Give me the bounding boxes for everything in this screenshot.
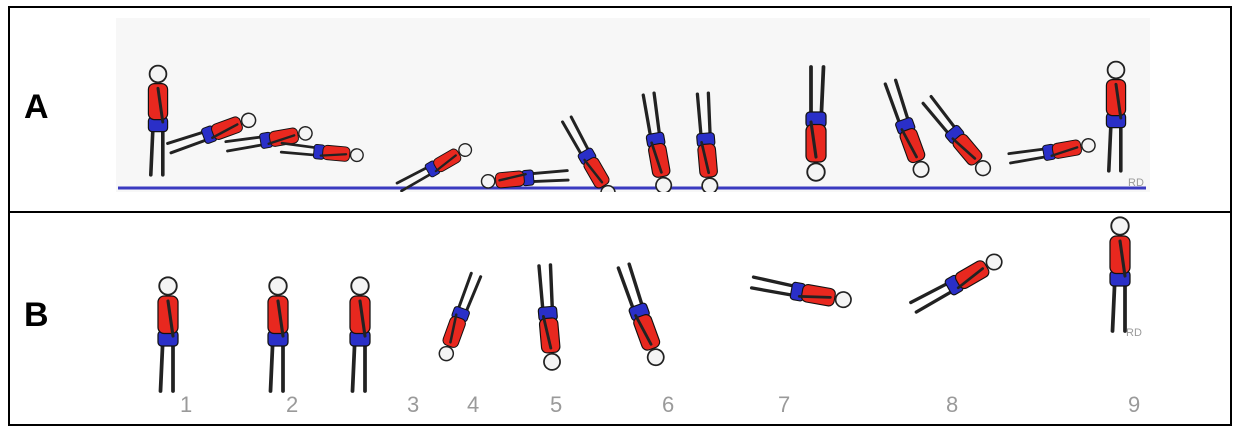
row-label-a: A	[24, 90, 49, 124]
gymnast-b-7	[751, 275, 853, 310]
sequence-b-figures	[158, 217, 1130, 391]
row-label-b: B	[24, 298, 49, 332]
sequence-a-figures	[148, 62, 1125, 192]
gymnast-b-1	[158, 277, 178, 391]
sequence-a-illustration: RD	[116, 18, 1150, 192]
gymnast-a-2	[167, 110, 258, 156]
gymnast-b-9	[1110, 217, 1130, 331]
gymnast-a-5	[396, 141, 474, 192]
gymnast-a-14	[1106, 62, 1125, 171]
step-number-8: 8	[946, 392, 958, 417]
gymnast-a-10	[806, 67, 826, 181]
step-number-1: 1	[180, 392, 192, 417]
gymnast-b-8	[910, 251, 1005, 316]
gymnast-a-8	[639, 93, 674, 192]
sequence-b-illustration: RD 1 2 3 4 5 6 7 8 9	[110, 216, 1170, 422]
watermark-b: RD	[1126, 327, 1142, 339]
step-number-3: 3	[407, 392, 419, 417]
gymnast-a-13	[1009, 137, 1097, 167]
step-number-7: 7	[778, 392, 790, 417]
gymnast-b-6	[614, 263, 667, 368]
sequence-a-panel: RD	[116, 18, 1150, 192]
gymnast-b-3	[350, 277, 370, 391]
figure-frame: A B RD RD 1 2 3 4 5 6 7 8 9	[8, 6, 1232, 426]
gymnast-b-5	[534, 265, 561, 371]
gymnast-b-2	[268, 277, 288, 391]
gymnast-a-4	[281, 141, 364, 162]
gymnast-a-6	[481, 167, 568, 190]
watermark-a: RD	[1128, 177, 1144, 189]
gymnast-a-1	[148, 66, 167, 175]
gymnast-a-11	[881, 80, 932, 180]
row-divider	[10, 211, 1230, 213]
step-number-9: 9	[1128, 392, 1140, 417]
gymnast-a-9	[693, 93, 719, 192]
sequence-b-panel: RD 1 2 3 4 5 6 7 8 9	[110, 216, 1170, 422]
step-number-2: 2	[286, 392, 298, 417]
step-number-4: 4	[467, 392, 479, 417]
step-number-5: 5	[550, 392, 562, 417]
gymnast-a-12	[920, 95, 994, 179]
step-number-6: 6	[662, 392, 674, 417]
gymnast-b-4	[436, 272, 482, 363]
step-numbers: 1 2 3 4 5 6 7 8 9	[180, 392, 1140, 417]
